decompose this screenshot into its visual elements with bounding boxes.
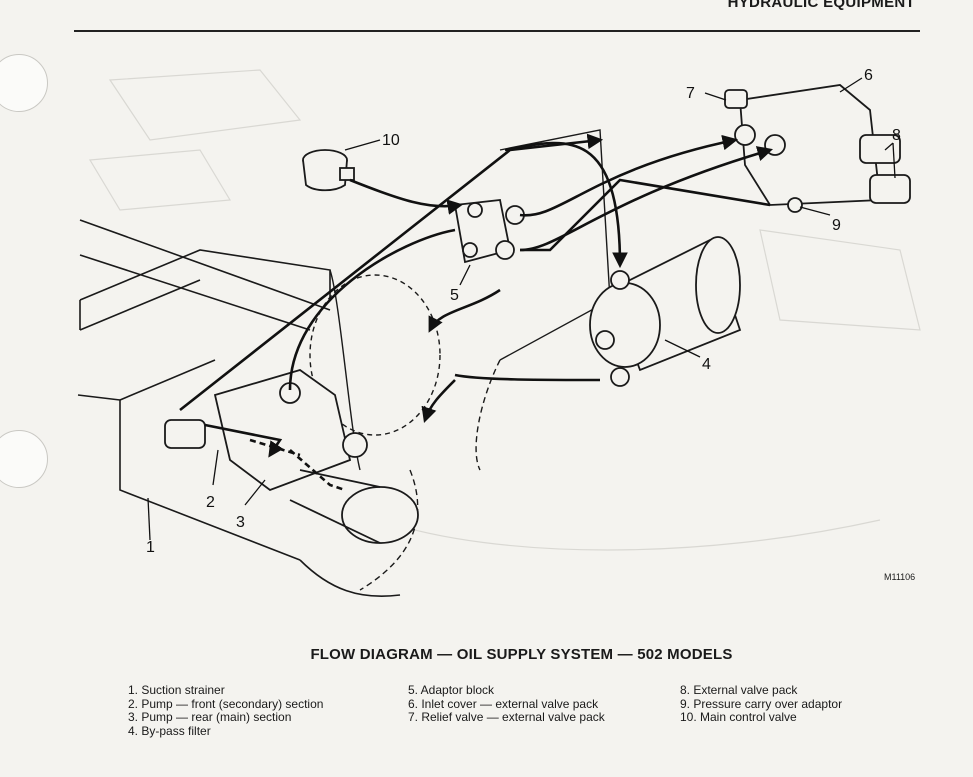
flow-diagram: 1 2 3 4 5 6 7 8 9 10 [77,67,921,598]
legend-item: 1. Suction strainer [128,683,225,697]
legend-item: 4. By-pass filter [128,723,211,738]
binder-hole-bottom [0,430,48,488]
figure-code: M11106 [884,572,916,582]
external-valve-pack [724,84,911,213]
section-header: HYDRAULIC EQUIPMENT [727,0,915,11]
leader-lines [147,77,896,541]
figure-caption: FLOW DIAGRAM — OIL SUPPLY SYSTEM — 502 M… [310,646,733,663]
callout-6: 6 [864,67,873,84]
transmission-housing [77,219,401,598]
legend-item: 6. Inlet cover — external valve pack [408,696,599,711]
adaptor-block [453,199,525,264]
pump-assembly [164,369,419,544]
header-rule [74,30,920,32]
legend-column-2: 5. Adaptor block 6. Inlet cover — extern… [408,683,605,725]
legend-column-1: 1. Suction strainer 2. Pump — front (sec… [128,683,324,738]
callout-7: 7 [686,85,695,102]
legend-item: 10. Main control valve [680,710,797,724]
callout-10: 10 [382,132,400,149]
callout-9: 9 [832,217,841,234]
callout-4: 4 [702,356,711,373]
callout-5: 5 [450,287,459,304]
callout-1: 1 [146,539,155,556]
legend-item: 5. Adaptor block [408,683,495,697]
legend-item: 7. Relief valve — external valve pack [408,710,605,724]
legend-item: 2. Pump — front (secondary) section [128,696,324,711]
main-control-valve [302,149,355,192]
legend-item: 8. External valve pack [680,683,798,697]
faint-background-drawing [88,69,921,551]
legend-column-3: 8. External valve pack 9. Pressure carry… [680,683,843,725]
legend-item: 3. Pump — rear (main) section [128,710,292,724]
legend-item: 9. Pressure carry over adaptor [680,696,843,711]
bypass-filter [589,236,742,387]
callout-2: 2 [206,494,215,511]
oil-flow-lines [179,133,773,492]
callout-8: 8 [892,127,901,144]
callout-labels: 1 2 3 4 5 6 7 8 9 10 [146,67,901,556]
binder-hole-top [0,54,48,112]
callout-3: 3 [236,514,245,531]
